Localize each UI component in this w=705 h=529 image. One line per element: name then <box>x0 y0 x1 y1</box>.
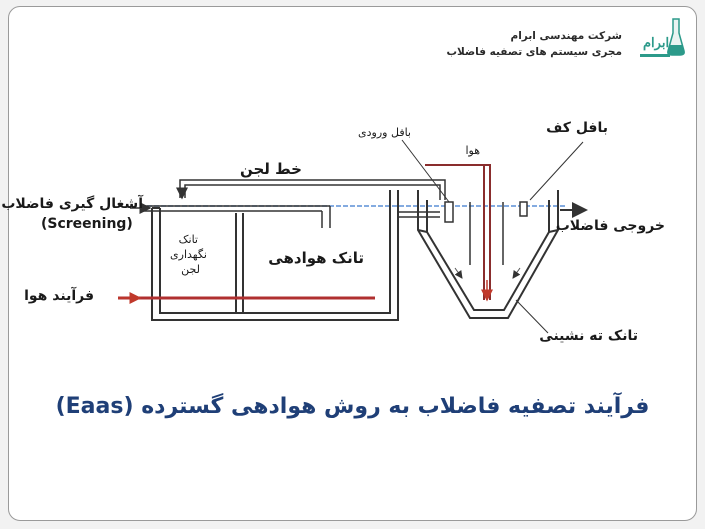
slide-frame <box>8 6 697 521</box>
company-name: شرکت مهندسی ابرام <box>510 30 623 42</box>
label-sludge-line: خط لجن <box>239 160 302 178</box>
foam-baffle <box>519 201 528 217</box>
screening-pipe <box>140 205 331 228</box>
label-sludge-tank-2: نگهداری <box>170 248 207 261</box>
label-inlet-baffle: بافل ورودی <box>358 126 411 139</box>
sludge-line-pipe <box>179 179 446 200</box>
diagram-caption: فرآیند تصفیه فاضلاب به روش هوادهی گسترده… <box>55 394 650 419</box>
label-outlet: خروجی فاضلاب <box>555 218 665 234</box>
inlet-baffle <box>444 201 454 223</box>
label-foam-baffle: بافل کف <box>546 120 608 136</box>
company-subtitle: مجری سیستم های تصفیه فاضلاب <box>446 46 623 58</box>
logo-underline <box>640 54 670 57</box>
settling-tank-walls <box>417 190 559 319</box>
label-sludge-tank-3: لجن <box>181 263 200 276</box>
flask-icon <box>667 18 685 56</box>
air-pipe-settling <box>425 164 491 300</box>
label-settling-tank: تانک ته نشینی <box>539 328 638 344</box>
label-sludge-tank-1: تانک <box>178 233 198 246</box>
label-screening-fa: آشغال گیری فاضلاب <box>1 196 143 212</box>
label-air: هوا <box>465 144 480 157</box>
company-logo-text: ابرام <box>643 36 670 51</box>
label-air-process: فرآیند هوا <box>24 288 94 304</box>
label-aeration-tank: تانک هوادهی <box>268 249 364 267</box>
company-header: شرکت مهندسی ابرام مجری سیستم های تصفیه ف… <box>432 28 623 60</box>
settling-flow-arrows <box>454 267 521 279</box>
aeration-tank-walls <box>151 190 399 321</box>
center-well <box>469 202 504 265</box>
label-screening-en: (Screening) <box>41 216 133 232</box>
